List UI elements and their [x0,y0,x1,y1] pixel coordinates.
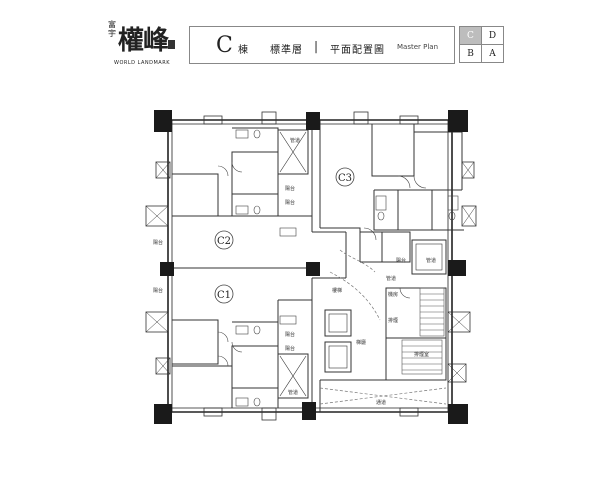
unit-label-c1: C1 [214,284,234,304]
door-swings [217,161,427,367]
building-suffix: 棟 [238,45,248,56]
room-label: 通道 [376,399,386,406]
room-label: 陽台 [285,185,295,192]
room-label: 陽台 [396,257,406,264]
room-label: 管道 [290,137,300,144]
room-label: 排煙 [388,317,398,324]
structural-columns [154,110,468,424]
room-label: 陽台 [285,345,295,352]
title-separator: | [314,39,319,53]
stairs [401,287,445,375]
unit-c2-text: C2 [217,236,231,247]
building-letter: C [216,33,233,58]
room-label: 陽台 [285,331,295,338]
brand-logo: 富宇 權峰 WORLD LANDMARK [104,18,176,74]
fixtures [235,129,459,407]
room-label: 梯廳 [356,339,366,346]
unit-label-c3: C3 [335,167,355,187]
room-label: 樓梯 [332,287,342,294]
room-label: 陽台 [153,239,163,246]
room-label: 管道 [386,275,396,282]
logo-seal [168,40,175,49]
room-label: 管道 [426,257,436,264]
dashed-lines [319,249,447,405]
window-boxes [145,111,477,421]
floor-name: 標準層 [270,45,303,56]
room-label: 排煙室 [414,351,429,358]
room-labels: 管道 陽台 陽台 陽台 陽台 陽台 陽台 管道 陽台 管道 樓梯 梯廳 機房 排… [153,137,436,406]
plan-title-box: C 棟 標準層 | 平面配置圖 Master Plan [189,26,455,64]
plan-name: 平面配置圖 [330,45,385,56]
unit-label-c2: C2 [214,230,234,250]
room-label: 機房 [388,291,398,298]
unit-c1-text: C1 [217,290,231,301]
room-label: 陽台 [153,287,163,294]
logo-small-text: 富宇 [108,20,116,38]
building-cell-a[interactable]: A [481,44,504,63]
elevator-shafts [277,129,447,399]
unit-c3-text: C3 [338,173,352,184]
plan-name-en: Master Plan [397,43,439,51]
logo-subtitle: WORLD LANDMARK [114,60,170,66]
logo-brand-name: 權峰 [118,26,169,56]
room-label: 陽台 [285,199,295,206]
building-selector: C D B A [459,26,505,64]
room-label: 管道 [288,389,298,396]
